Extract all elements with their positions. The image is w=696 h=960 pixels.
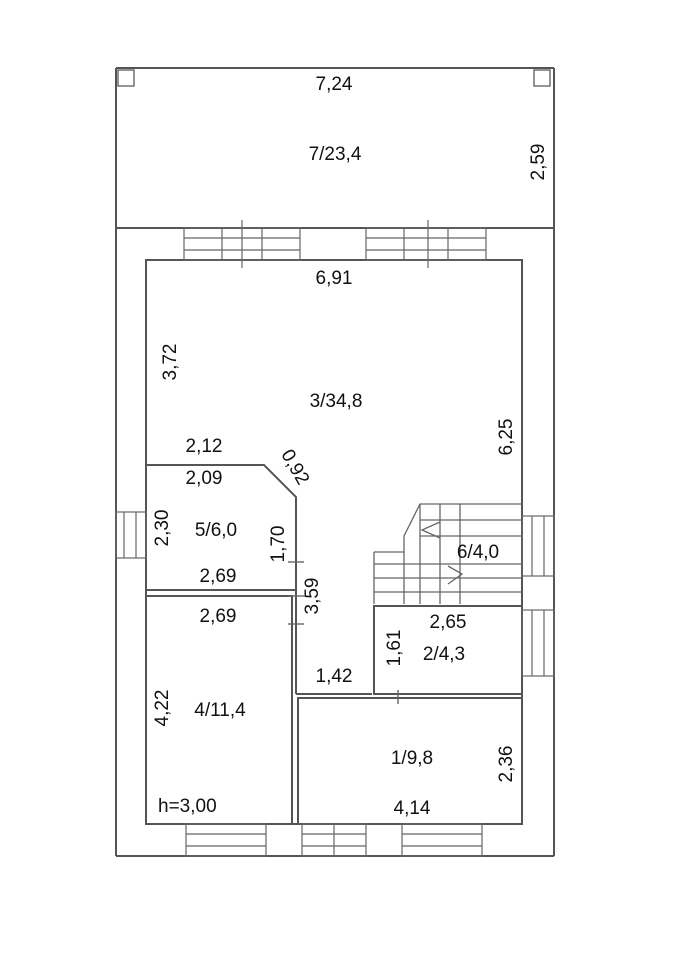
corridor-walls (295, 590, 372, 695)
dim-4-14: 4,14 (394, 798, 431, 819)
window-right-stair (521, 515, 555, 577)
window-left (115, 511, 147, 559)
room-7-label: 7/23,4 (309, 144, 362, 165)
staircase (373, 503, 522, 604)
room-2-label: 2/4,3 (423, 644, 465, 665)
dim-1-70: 1,70 (268, 526, 289, 563)
window-bottom-middle (301, 823, 367, 857)
outer-walls (115, 67, 555, 857)
window-top-right (365, 220, 487, 268)
dim-2-59: 2,59 (528, 144, 549, 181)
window-right-room2 (521, 609, 555, 677)
room-4-label: 4/11,4 (194, 700, 246, 721)
room-1-label: 1/9,8 (391, 748, 433, 769)
dim-4-22: 4,22 (152, 690, 173, 727)
dim-6-25: 6,25 (496, 419, 517, 456)
partition-ticks (288, 561, 399, 704)
dim-3-59: 3,59 (302, 578, 323, 615)
dim-1-42: 1,42 (316, 666, 353, 687)
dim-2-09: 2,09 (186, 468, 223, 489)
dim-6-91: 6,91 (316, 268, 353, 289)
dim-2-36: 2,36 (496, 746, 517, 783)
dim-2-69-b: 2,69 (200, 606, 237, 627)
dim-2-30: 2,30 (152, 510, 173, 547)
dim-1-61: 1,61 (384, 630, 405, 667)
room-5-label: 5/6,0 (195, 520, 237, 541)
room-3-label: 3/34,8 (310, 391, 363, 412)
room-6-label: 6/4,0 (457, 542, 499, 563)
window-bottom-left (185, 823, 267, 857)
room-5-walls (146, 464, 297, 591)
window-bottom-right (401, 823, 483, 857)
dim-2-69-a: 2,69 (200, 566, 237, 587)
window-top-left (183, 220, 301, 268)
ceiling-height-note: h=3,00 (158, 796, 217, 817)
dim-2-12: 2,12 (186, 436, 223, 457)
dim-2-65: 2,65 (430, 612, 467, 633)
dim-7-24: 7,24 (316, 74, 353, 95)
dim-3-72: 3,72 (160, 344, 181, 381)
